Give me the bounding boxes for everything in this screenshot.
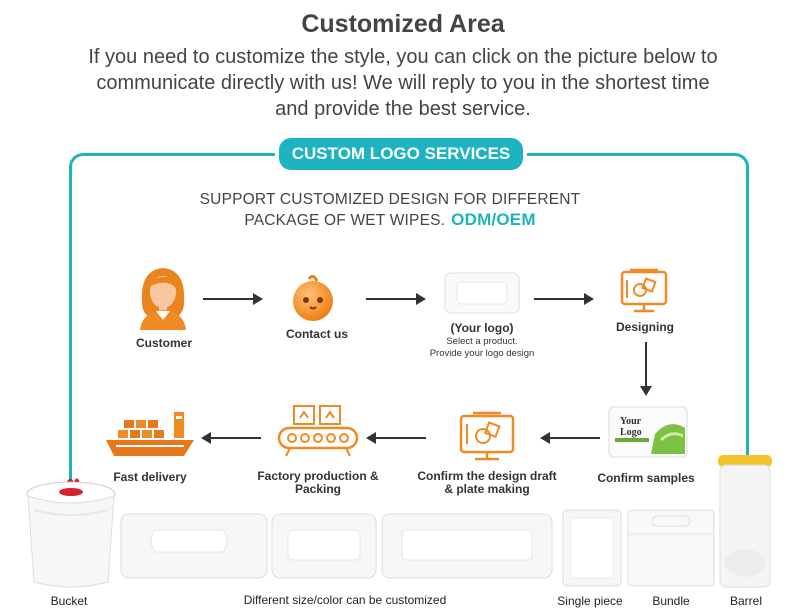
step-confirm-samples-label: Confirm samples xyxy=(597,471,695,485)
arrow-left-icon xyxy=(366,432,426,444)
step-confirm-draft-label: Confirm the design draft & plate making xyxy=(412,470,562,496)
arrow-right-icon xyxy=(203,293,263,305)
sample-wipes-pack-icon xyxy=(607,404,689,460)
sample-pack-logo-text: Your Logo xyxy=(620,416,642,438)
large-wipes-pack-image[interactable] xyxy=(119,512,269,580)
product-sizes-label: Different size/color can be customized xyxy=(243,593,447,607)
step-confirm-draft-line-1: Confirm the design draft xyxy=(417,469,557,483)
arrow-left-icon xyxy=(201,432,261,444)
single-piece-sachet-image[interactable] xyxy=(561,508,623,588)
confirm-draft-monitor-icon xyxy=(459,410,515,462)
customer-icon xyxy=(132,262,194,330)
long-wipes-pack-image[interactable] xyxy=(380,512,554,580)
step-factory-line-1: Factory production & xyxy=(257,469,379,483)
chat-face-icon xyxy=(289,274,337,323)
factory-conveyor-icon xyxy=(276,404,360,458)
product-bucket-label: Bucket xyxy=(50,594,88,608)
product-single-label: Single piece xyxy=(557,594,623,608)
page-title: Customized Area xyxy=(301,10,505,38)
step-contact-label: Contact us xyxy=(285,327,348,341)
barrel-canister-image[interactable] xyxy=(716,453,774,591)
bucket-product-image[interactable] xyxy=(24,470,118,592)
product-barrel-label: Barrel xyxy=(729,594,762,608)
support-line-2-text: PACKAGE OF WET WIPES. xyxy=(244,212,446,229)
step-your-logo-sub-2: Provide your logo design xyxy=(429,348,535,359)
support-text: SUPPORT CUSTOMIZED DESIGN FOR DIFFERENT … xyxy=(160,190,620,231)
arrow-left-icon xyxy=(540,432,600,444)
step-designing-label: Designing xyxy=(615,320,674,334)
design-monitor-icon xyxy=(620,268,668,314)
step-your-logo-label: (Your logo) xyxy=(450,321,514,335)
bundle-pack-image[interactable] xyxy=(626,508,716,588)
arrow-right-icon xyxy=(366,293,426,305)
arrow-down-icon xyxy=(640,342,652,396)
blank-wipes-pack-icon xyxy=(443,270,521,316)
support-line-1: SUPPORT CUSTOMIZED DESIGN FOR DIFFERENT xyxy=(199,191,581,208)
product-bundle-label: Bundle xyxy=(652,594,690,608)
support-line-2: PACKAGE OF WET WIPES. ODM/OEM xyxy=(160,210,620,231)
step-factory-label: Factory production & Packing xyxy=(250,470,386,496)
step-factory-line-2: Packing xyxy=(294,482,342,496)
arrow-right-icon xyxy=(534,293,594,305)
step-confirm-draft-line-2: & plate making xyxy=(444,482,530,496)
medium-wipes-pack-image[interactable] xyxy=(270,512,378,580)
cargo-ship-icon xyxy=(104,410,196,460)
step-delivery-label: Fast delivery xyxy=(113,470,187,484)
odm-oem-highlight: ODM/OEM xyxy=(451,210,536,229)
step-customer-label: Customer xyxy=(135,336,192,350)
intro-text: If you need to customize the style, you … xyxy=(88,46,718,120)
step-your-logo-sub-1: Select a product. xyxy=(446,336,518,347)
custom-logo-services-badge[interactable]: CUSTOM LOGO SERVICES xyxy=(275,134,527,174)
